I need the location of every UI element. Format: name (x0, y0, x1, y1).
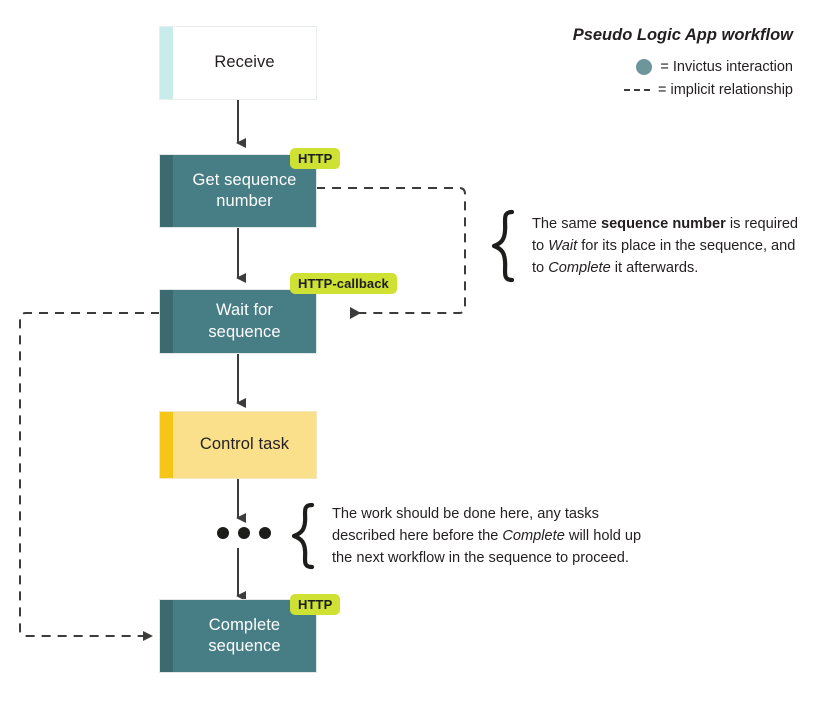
dashed-line-icon (624, 89, 650, 91)
annotation-line: the next workflow in the sequence to pro… (332, 550, 629, 567)
annotation-line: described here before the Complete will … (332, 527, 642, 544)
annotation-line: to Wait for its place in the sequence, a… (532, 237, 796, 254)
badge-http-complete: HTTP (290, 594, 341, 615)
legend-item-label: = Invictus interaction (660, 59, 793, 75)
teal-circle-icon (636, 59, 653, 75)
annotation-line: The same sequence number is required (532, 215, 799, 232)
curly-brace-icon (288, 502, 318, 570)
legend-item-label: = implicit relationship (658, 82, 793, 98)
annotation-work-here-text: The work should be done here, any tasks d… (332, 503, 641, 570)
legend-item-invictus-interaction: = Invictus interaction (573, 59, 793, 75)
node-control-task-label: Control task (199, 435, 290, 454)
annotation-sequence-number-text: The same sequence number is required to W… (532, 213, 798, 280)
ellipsis-dot (238, 527, 250, 539)
ellipsis-dot (259, 527, 271, 539)
curly-brace-icon (488, 209, 518, 283)
ellipsis-work-placeholder (217, 527, 271, 539)
annotation-sequence-number-note: The same sequence number is required to W… (488, 209, 798, 283)
implicit-edge-wait-to-complete (19, 312, 160, 641)
annotation-work-here-note: The work should be done here, any tasks d… (288, 502, 641, 570)
legend: Pseudo Logic App workflow = Invictus int… (573, 26, 793, 98)
ellipsis-dot (217, 527, 229, 539)
node-receive-label: Receive (214, 53, 275, 72)
legend-item-implicit-relationship: = implicit relationship (573, 82, 793, 98)
node-control-task[interactable]: Control task (160, 412, 316, 478)
node-receive[interactable]: Receive (160, 27, 316, 99)
implicit-edge-get-to-wait (316, 187, 466, 319)
annotation-line: The work should be done here, any tasks (332, 505, 599, 522)
legend-title: Pseudo Logic App workflow (572, 26, 793, 44)
annotation-line: to Complete it afterwards. (532, 260, 699, 277)
badge-http-callback-wait: HTTP-callback (290, 273, 397, 294)
badge-http-get: HTTP (290, 148, 341, 169)
